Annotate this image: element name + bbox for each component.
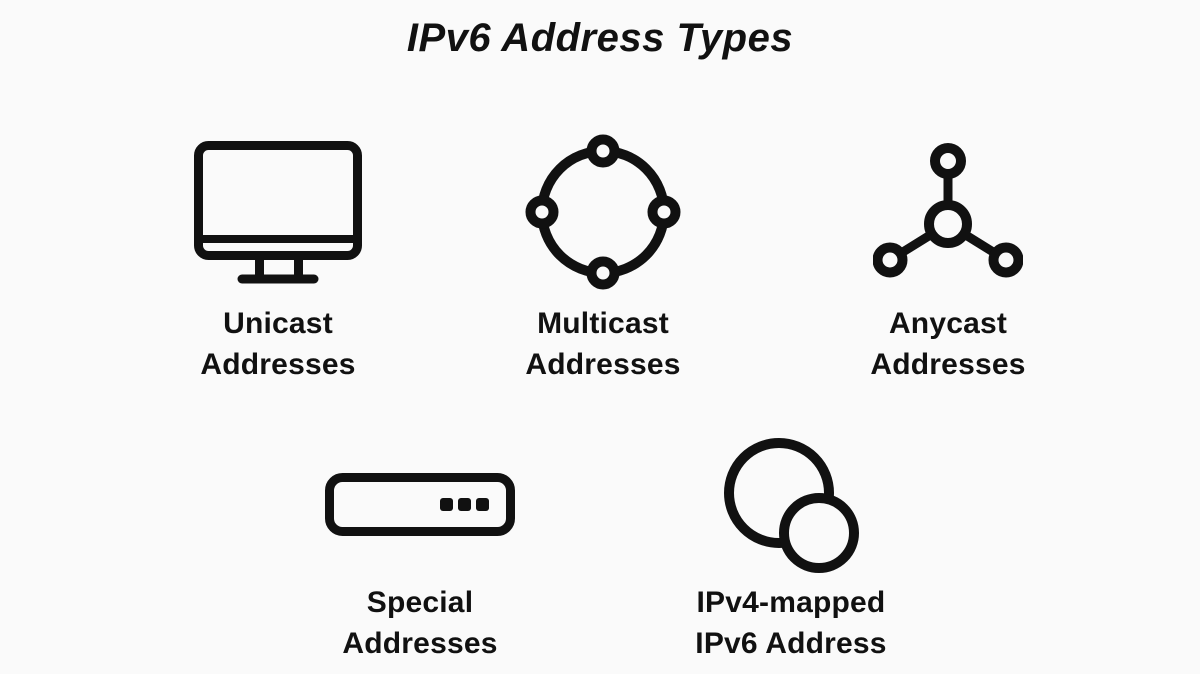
monitor-icon	[194, 141, 362, 284]
item-label-line2: Addresses	[870, 348, 1026, 381]
item-label: IPv4-mapped IPv6 Address	[695, 582, 886, 664]
item-label-line1: Special	[366, 586, 474, 619]
item-label-line2: Addresses	[342, 627, 498, 660]
ring-of-nodes-icon	[525, 134, 681, 290]
icon-wrap	[250, 432, 590, 580]
page-title: IPv6 Address Types	[406, 16, 794, 60]
hub-and-spokes-icon	[873, 143, 1023, 278]
item-label: Unicast Addresses	[200, 303, 355, 385]
item-ipv4-mapped: IPv4-mapped IPv6 Address	[621, 432, 961, 664]
item-label-line1: IPv4-mapped	[696, 586, 886, 619]
box-with-dots-icon	[325, 473, 515, 536]
item-label-line1: Unicast	[223, 307, 333, 340]
item-label: Multicast Addresses	[525, 303, 680, 385]
item-label-line2: Addresses	[200, 348, 356, 381]
icon-wrap	[108, 132, 448, 292]
icon-wrap	[778, 132, 1118, 292]
item-label-line1: Multicast	[537, 307, 669, 340]
overlapping-circles-icon	[724, 438, 859, 573]
item-unicast: Unicast Addresses	[108, 132, 448, 385]
item-label: Special Addresses	[342, 582, 497, 664]
item-multicast: Multicast Addresses	[433, 132, 773, 385]
item-label: Anycast Addresses	[870, 303, 1025, 385]
item-label-line2: Addresses	[525, 348, 681, 381]
icon-wrap	[621, 432, 961, 580]
icon-wrap	[433, 132, 773, 292]
item-special: Special Addresses	[250, 432, 590, 664]
item-anycast: Anycast Addresses	[778, 132, 1118, 385]
item-label-line2: IPv6 Address	[695, 627, 887, 660]
item-label-line1: Anycast	[888, 307, 1008, 340]
